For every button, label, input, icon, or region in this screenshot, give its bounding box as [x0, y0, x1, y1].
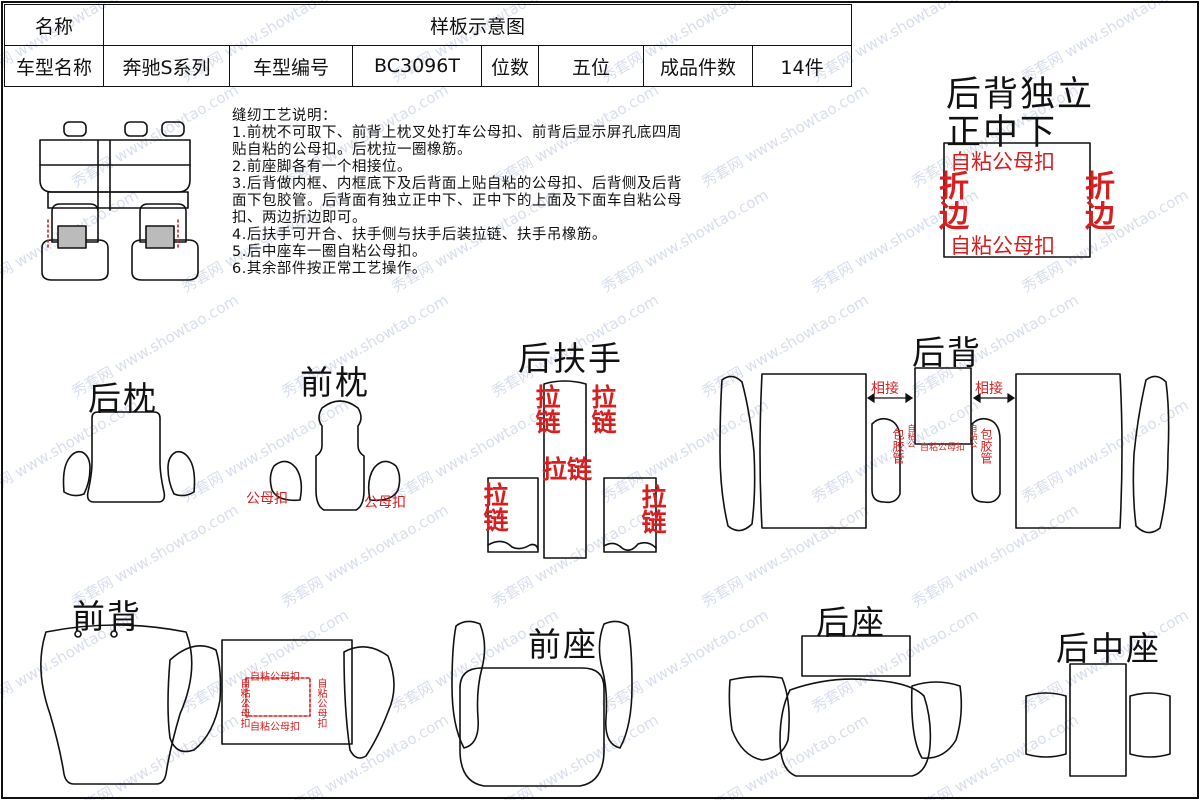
model-no-value: BC3096T [352, 45, 482, 87]
rear-back-side-snap-left: 自粘公 [907, 424, 916, 448]
armrest-zipper-center: 拉链 [542, 455, 593, 484]
rear-back-join-right: 相接 [975, 381, 1003, 397]
rear-back-center-fold-left: 折边 [933, 170, 968, 230]
rear-back-join-left: 相接 [871, 381, 899, 397]
model-no-label: 车型编号 [229, 45, 353, 87]
rear-headrest-title: 后枕 [88, 379, 158, 418]
front-back-title: 前背 [72, 597, 142, 636]
rear-armrest-title: 后扶手 [518, 339, 623, 378]
front-headrest-pieces [269, 400, 401, 511]
sewing-notes: 缝纫工艺说明： 1.前枕不可取下、前背上枕叉处打车公母扣、前背后显示屏孔底四周 … [232, 108, 852, 278]
rear-back-side-snap-right: 自粘公 [969, 424, 978, 448]
armrest-zipper-right-top: 拉链 [588, 384, 617, 434]
name-value: 样板示意图 [103, 4, 852, 46]
notes-line: 5.后中座车一圈自粘公母扣。 [232, 244, 427, 260]
seats-label: 位数 [481, 45, 539, 87]
armrest-zipper-side-left: 拉链 [480, 482, 509, 532]
front-seat-pieces [451, 620, 633, 787]
armrest-zipper-side-right: 拉链 [638, 484, 667, 534]
front-back-pieces [40, 624, 395, 785]
seat-thumbnail [39, 121, 199, 281]
front-headrest-snap-left: 公母扣 [246, 491, 288, 507]
notes-title: 缝纫工艺说明： [232, 108, 337, 124]
rear-back-center-title: 后背独立 [946, 75, 1095, 115]
rear-middle-seat-title: 后中座 [1056, 629, 1161, 668]
armrest-zipper-left-top: 拉链 [532, 384, 561, 434]
pieces-label: 成品件数 [643, 45, 753, 87]
notes-line: 面下包胶管。后背面有独立正中下、正中下的上面及下面车自粘公母 [232, 193, 682, 209]
rear-back-center-snap-bottom: 自粘公母扣 [950, 234, 1055, 258]
rear-back-inner-snap: 自粘公母扣 [920, 443, 966, 453]
front-seat-title: 前座 [528, 625, 598, 664]
notes-line: 扣、两边折边即可。 [232, 210, 367, 226]
front-back-snap-top: 自粘公母扣 [250, 672, 300, 683]
model-name-label: 车型名称 [4, 45, 104, 87]
rear-armrest-pieces [487, 380, 657, 559]
rear-back-center-piece [943, 142, 1091, 258]
rear-back-tube-right: 包胶管 [979, 428, 993, 464]
rear-back-title: 后背 [912, 333, 982, 372]
front-headrest-snap-right: 公母扣 [364, 495, 406, 511]
rear-headrest-pieces [62, 411, 196, 503]
header-table: 名称 样板示意图 车型名称 奔驰S系列 车型编号 BC3096T 位数 五位 成… [4, 4, 852, 87]
notes-line: 贴自粘的公母扣。后枕拉一圈橡筋。 [232, 142, 472, 158]
notes-line: 6.其余部件按正常工艺操作。 [232, 261, 427, 277]
rear-middle-seat-pieces [1025, 663, 1171, 777]
rear-seat-pieces [728, 635, 963, 777]
notes-line: 3.后背做内框、内框底下及后背面上贴自粘的公母扣、后背侧及后背 [232, 176, 682, 192]
rear-seat-title: 后座 [816, 603, 886, 642]
front-back-snap-bottom: 自粘公母扣 [250, 722, 300, 733]
rear-back-center-snap-top: 自粘公母扣 [950, 150, 1055, 174]
name-label: 名称 [4, 4, 104, 46]
pieces-value: 14件 [752, 45, 852, 87]
rear-back-center-subtitle: 正中下 [946, 113, 1058, 153]
rear-back-tube-left: 包胶管 [891, 428, 905, 464]
front-headrest-title: 前枕 [300, 363, 370, 402]
front-back-snap-left: 自粘公母扣 [238, 678, 249, 728]
rear-back-pieces [719, 367, 1170, 534]
seats-value: 五位 [538, 45, 644, 87]
join-arrows [866, 392, 1016, 404]
notes-line: 2.前座脚各有一个相接位。 [232, 159, 412, 175]
front-back-snap-right: 自粘公母扣 [315, 678, 326, 728]
notes-line: 1.前枕不可取下、前背上枕叉处打车公母扣、前背后显示屏孔底四周 [232, 125, 682, 141]
notes-line: 4.后扶手可开合、扶手侧与扶手后装拉链、扶手吊橡筋。 [232, 227, 607, 243]
model-name-value: 奔驰S系列 [103, 45, 230, 87]
rear-back-center-fold-right: 折边 [1079, 170, 1114, 230]
